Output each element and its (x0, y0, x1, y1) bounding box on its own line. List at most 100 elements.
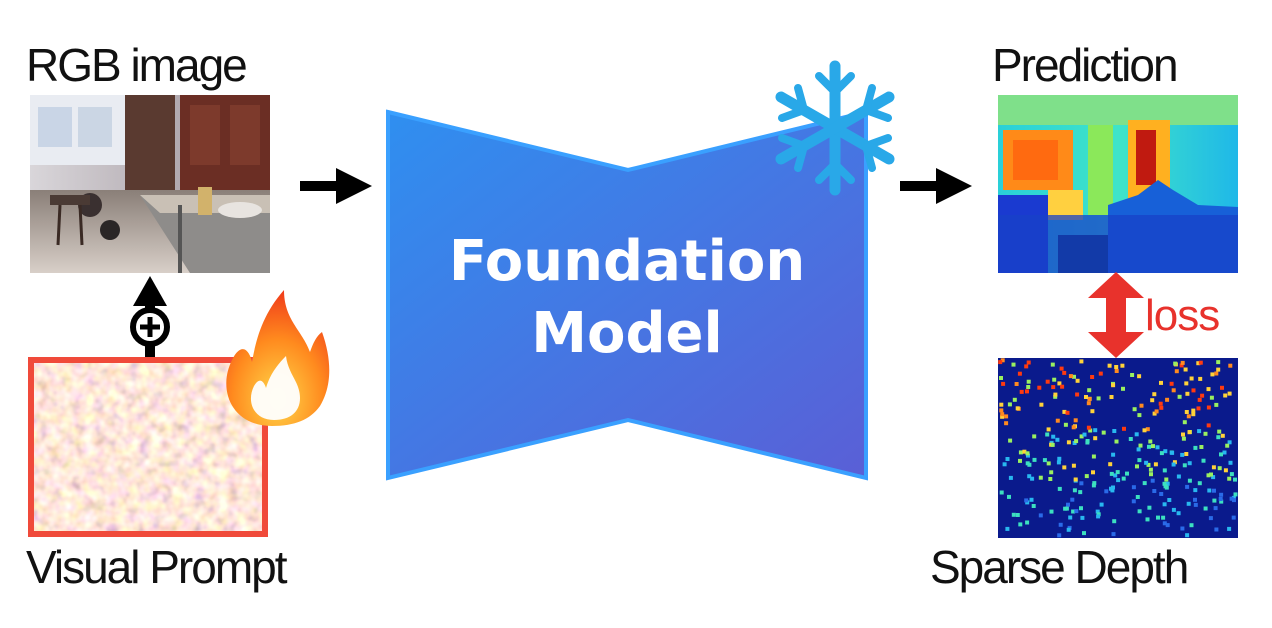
sparse-depth-point (1193, 497, 1197, 502)
sparse-depth-point (1049, 509, 1054, 514)
sparse-depth-point (1219, 499, 1224, 504)
sparse-depth-point (1211, 475, 1216, 480)
sparse-depth-point (1231, 495, 1236, 500)
sparse-depth-point (1150, 478, 1155, 483)
sparse-depth-point (1212, 498, 1217, 503)
sparse-depth-point (1057, 381, 1062, 386)
sparse-depth-point (1213, 506, 1218, 511)
sparse-depth-point (1137, 374, 1142, 379)
sparse-depth-point (1057, 456, 1062, 461)
sparse-depth-point (1115, 470, 1120, 475)
sparse-depth-point (1135, 464, 1139, 469)
sparse-depth-point (1197, 397, 1202, 402)
sparse-depth-point (1189, 523, 1194, 528)
sparse-depth-point (1071, 463, 1076, 468)
sparse-depth-point (1203, 506, 1208, 511)
rgb-image (30, 95, 270, 273)
sparse-depth-point (1181, 436, 1186, 441)
sparse-depth-point (1066, 440, 1071, 445)
sparse-depth-point (1001, 381, 1006, 386)
sparse-depth-point (1163, 449, 1168, 454)
sparse-depth-point (1104, 489, 1109, 494)
sparse-depth-point (1228, 460, 1233, 465)
sparse-depth-point (1080, 515, 1085, 520)
arrow-right-icon (900, 168, 972, 204)
sparse-depth-point (1134, 432, 1139, 437)
sparse-depth-point (1079, 434, 1084, 439)
sparse-depth-point (1212, 488, 1216, 493)
sparse-depth-point (1008, 475, 1013, 480)
sparse-depth-point (1197, 429, 1202, 434)
sparse-depth-point (1084, 474, 1089, 479)
sparse-depth-point (1214, 527, 1219, 532)
sparse-depth-point (1085, 439, 1090, 443)
sparse-depth-point (1147, 444, 1151, 449)
sparse-depth-point (1059, 366, 1064, 371)
sparse-depth-point (1152, 489, 1157, 493)
sparse-depth-point (1030, 476, 1035, 481)
sparse-depth-point (1186, 414, 1191, 419)
sparse-depth-point (1180, 360, 1185, 365)
sparse-depth-point (1008, 438, 1013, 443)
sparse-depth-point (1019, 389, 1024, 394)
sparse-depth-point (1171, 388, 1176, 393)
sparse-depth-point (1185, 391, 1190, 396)
sparse-depth-point (1229, 472, 1234, 477)
sparse-depth-point (1185, 484, 1190, 489)
sparse-depth-point (1011, 362, 1016, 367)
sparse-depth-point (1165, 481, 1170, 486)
sparse-depth-point (1193, 445, 1198, 450)
sparse-depth-point (1112, 519, 1117, 524)
sparse-depth-point (1057, 533, 1062, 538)
sparse-depth-point (1145, 427, 1150, 432)
sparse-depth-point (1125, 471, 1129, 476)
sparse-depth-point (1233, 477, 1237, 482)
sparse-depth-point (1060, 384, 1065, 389)
sparse-depth-point (1142, 428, 1147, 433)
sparse-depth-point (1229, 496, 1234, 501)
sparse-depth-point (1162, 521, 1167, 526)
sparse-depth-point (1211, 465, 1216, 470)
sparse-depth-point (1171, 462, 1176, 467)
sparse-depth-point (1091, 470, 1095, 475)
sparse-depth-point (1038, 475, 1043, 480)
sparse-depth-point (1050, 442, 1055, 447)
sparse-depth-point (1071, 425, 1076, 430)
sparse-depth-point (1146, 462, 1151, 467)
sparse-depth-point (1046, 461, 1051, 466)
sparse-depth-point (1038, 513, 1043, 518)
sparse-depth-point (1216, 435, 1221, 440)
sparse-depth-point (1026, 379, 1031, 384)
sparse-depth-point (1137, 509, 1142, 514)
rgb-image-label: RGB image (26, 39, 248, 91)
sparse-depth-point (1007, 494, 1011, 499)
sparse-depth-point (1092, 481, 1097, 486)
sparse-depth-point (1135, 495, 1140, 499)
sparse-depth-point (1148, 467, 1153, 472)
sparse-depth-point (1113, 473, 1118, 478)
sparse-depth-point (1181, 432, 1185, 437)
sparse-depth-point (1161, 515, 1166, 520)
sparse-depth-point (1032, 434, 1037, 439)
sparse-depth-point (1137, 458, 1142, 463)
sparse-depth-point (1075, 378, 1080, 383)
sparse-depth-point (1053, 394, 1058, 399)
sparse-depth-point (1079, 481, 1084, 486)
flame-icon (226, 290, 330, 426)
sparse-depth-point (1131, 499, 1136, 504)
loss-label: loss (1145, 291, 1219, 340)
double-arrow-icon (1088, 272, 1144, 358)
model-title-line1: Foundation (449, 229, 805, 294)
sparse-depth-point (1052, 377, 1057, 382)
sparse-depth-point (1045, 379, 1050, 384)
model-title-line2: Model (531, 301, 722, 366)
sparse-depth-point (1018, 458, 1022, 463)
sparse-depth-point (1011, 512, 1016, 517)
sparse-depth-point (1024, 364, 1029, 369)
sparse-depth-point (1138, 443, 1143, 448)
sparse-depth-point (1084, 395, 1088, 399)
sparse-depth-point (1177, 394, 1182, 399)
sparse-depth-point (1091, 483, 1096, 488)
sparse-depth-point (1111, 452, 1116, 457)
sparse-depth-point (1220, 433, 1225, 438)
